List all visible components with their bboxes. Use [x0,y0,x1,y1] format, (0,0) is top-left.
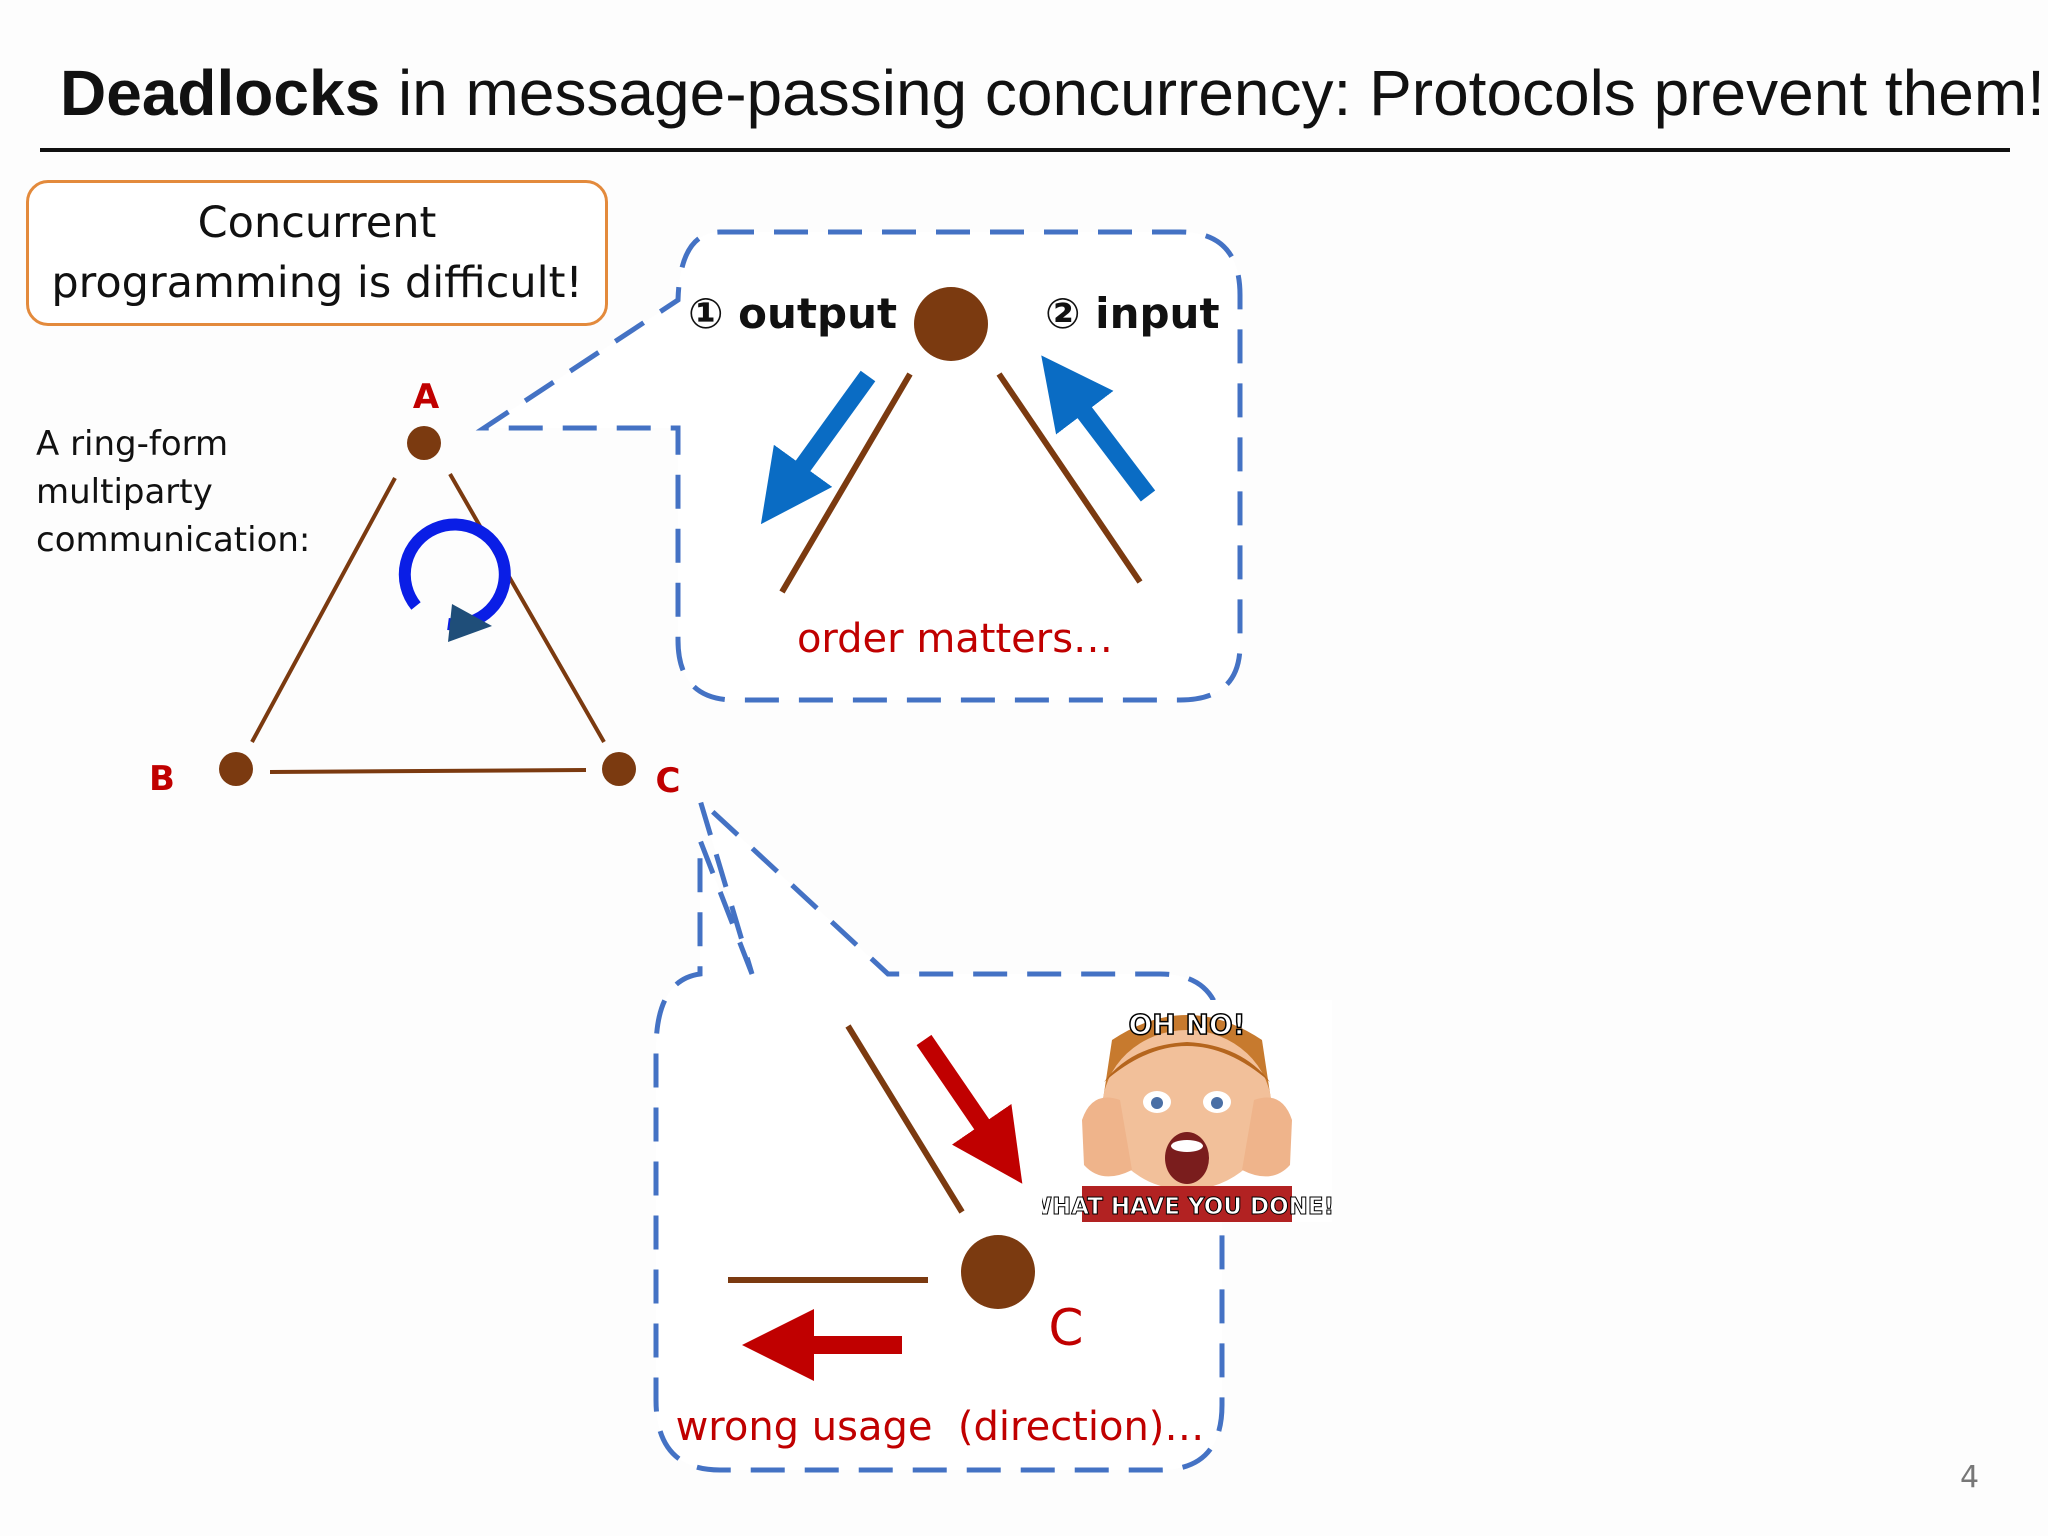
output-arrow-icon [760,370,876,525]
bottom-speech-bubble [653,791,1225,1473]
center-node [914,287,988,361]
bottom-node-c [961,1235,1035,1309]
ring-description: A ring-form multiparty communication: [36,420,326,564]
meme-bottom-text: WHAT HAVE YOU DONE!? [1042,1194,1332,1220]
input-arrow-icon [1041,355,1156,502]
order-matters-note: order matters… [797,616,1113,662]
rotation-arc-icon [398,518,511,631]
top-speech-bubble [475,229,1243,703]
title-rest: in message-passing concurrency: Protocol… [380,57,2045,129]
page-number: 4 [1960,1460,1980,1495]
title-bold: Deadlocks [60,57,381,129]
edge-b-c [269,768,587,774]
title-underline [40,148,2010,152]
incoming-edge [845,1024,965,1214]
node-a [407,426,441,460]
input-label: ② input [1045,289,1220,338]
difficulty-callout: Concurrent programming is difficult! [26,180,608,326]
callout-line-2: programming is difficult! [51,258,583,308]
edge-a-c [448,473,606,743]
oh-no-meme-image: OH NO! WHAT HAVE YOU DONE!? [1042,1000,1332,1222]
node-b [219,752,253,786]
output-label: ① output [688,289,897,338]
ring-description-line-3: communication: [36,520,311,560]
callout-line-1: Concurrent [197,197,437,248]
node-a-label: A [413,377,440,417]
node-c [602,752,636,786]
ring-description-line-2: multiparty [36,472,213,512]
slide-title: Deadlocks in message-passing concurrency… [60,55,2045,132]
bottom-node-label: C [1049,1299,1084,1357]
ring-description-line-1: A ring-form [36,424,229,464]
edge-a-b [250,477,397,743]
output-edge [779,372,913,594]
node-c-label: C [656,761,681,801]
node-b-label: B [149,759,175,799]
input-edge [996,372,1143,584]
incoming-red-arrow-icon [916,1034,1023,1184]
wrong-usage-note: wrong usage (direction)… [676,1404,1205,1450]
meme-top-text: OH NO! [1129,1008,1246,1041]
rotation-arrowhead-icon [448,604,492,642]
